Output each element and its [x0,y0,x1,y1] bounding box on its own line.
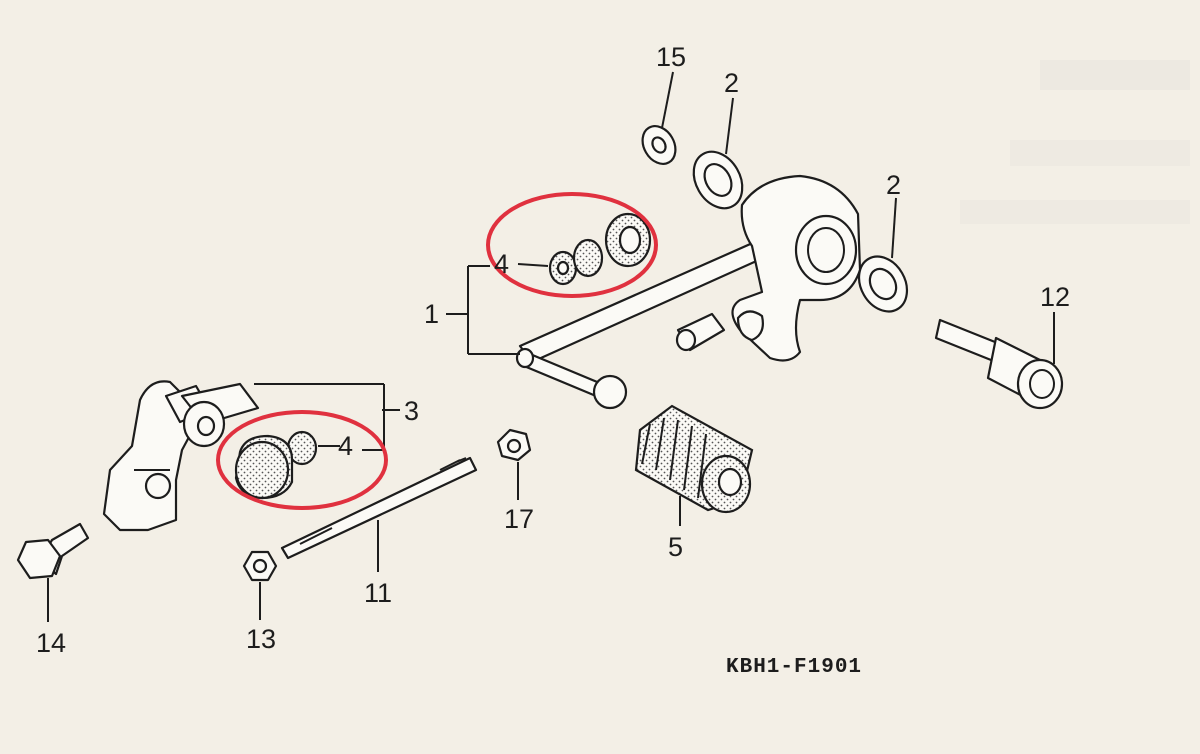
figure-code: KBH1-F1901 [726,656,862,679]
oil-seal-2a [692,150,744,210]
callout-labels: 15 2 2 12 4 1 3 4 17 5 11 14 13 [36,42,1070,658]
callout-17: 17 [504,504,534,534]
callout-4b: 4 [338,431,353,461]
washer-15 [641,125,677,165]
nut-14 [242,550,278,582]
background-print-texture [960,60,1190,224]
callout-12: 12 [1040,282,1070,312]
highlight-ring-lower [216,410,388,510]
bolt-12 [934,318,1064,410]
gearshift-pedal [515,174,862,410]
nut-17 [496,428,532,462]
callout-11: 11 [364,578,392,608]
callout-1: 1 [424,299,439,329]
callout-15: 15 [656,42,686,72]
callout-13: 14 [36,628,66,658]
highlight-ring-upper [486,192,658,298]
bolt-13 [16,522,90,580]
joint-rubber-4b [234,430,318,500]
joint-rubber-4a [548,212,652,286]
rod-11 [280,456,478,560]
callout-3: 3 [404,396,419,426]
callout-14: 13 [246,624,276,654]
leader-lines [47,71,1055,622]
peg-rubber-5 [634,404,754,514]
callout-5: 5 [668,532,683,562]
callout-4a: 4 [494,249,509,279]
highlight-marks [216,192,658,510]
callout-2b: 2 [886,170,901,200]
shift-arm-3 [102,380,260,532]
callout-2a: 2 [724,68,739,98]
oil-seal-2b [857,255,909,313]
